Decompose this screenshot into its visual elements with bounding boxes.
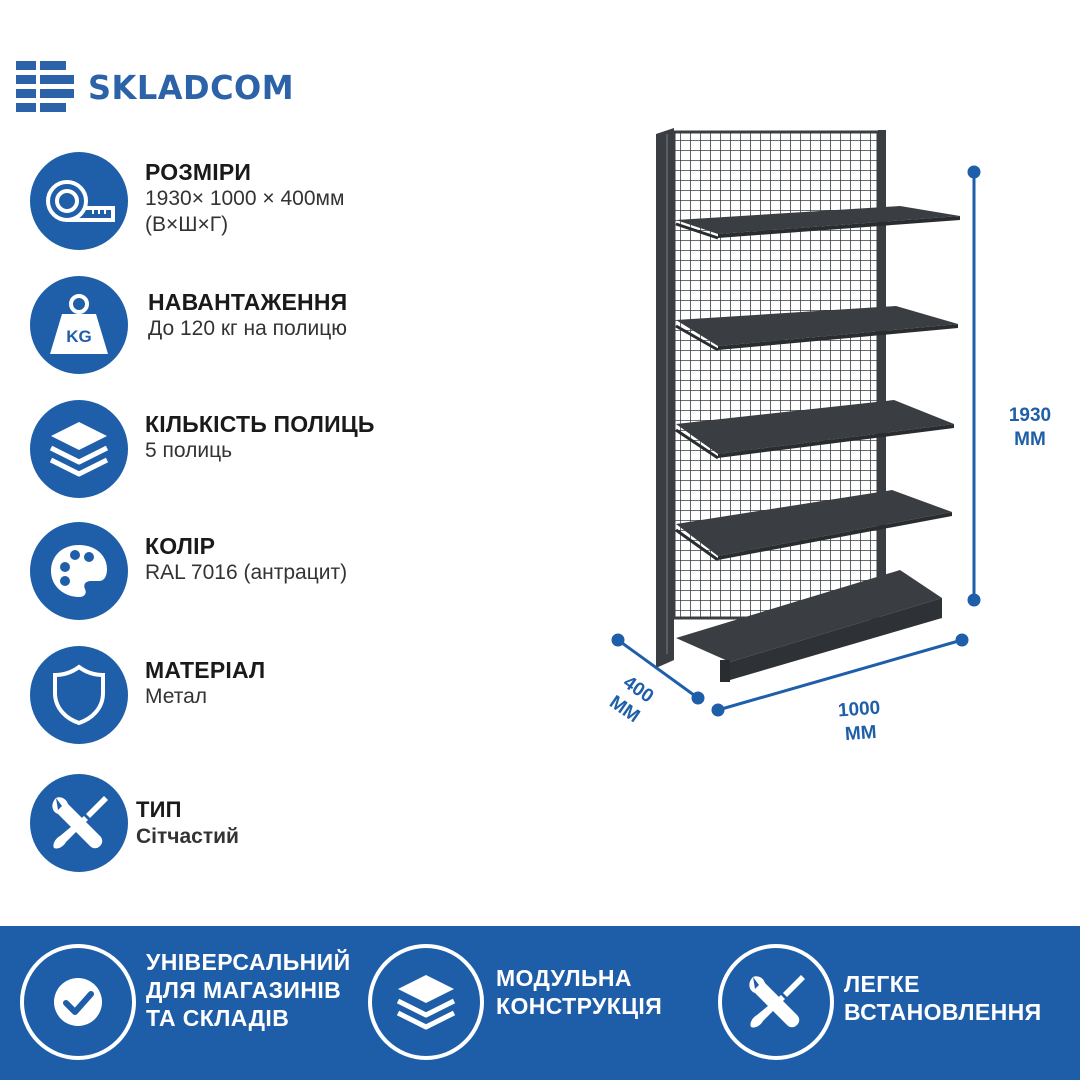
feature-value: Сітчастий [136, 825, 239, 848]
benefit-text: ЛЕГКЕ ВСТАНОВЛЕННЯ [844, 971, 1042, 1025]
feature-title: КОЛІР [145, 533, 216, 559]
weight-kg-icon: KG [50, 294, 108, 354]
height-dimension-label: 1930 ММ [1008, 405, 1052, 450]
feature-shelf-count: КІЛЬКІСТЬ ПОЛИЦЬ 5 полиць [30, 400, 590, 500]
feature-title: НАВАНТАЖЕННЯ [148, 289, 348, 315]
benefit-easy-install: ЛЕГКЕ ВСТАНОВЛЕННЯ [718, 944, 1068, 1064]
feature-type: ТИП Сітчастий [30, 774, 590, 874]
feature-color: КОЛІР RAL 7016 (антрацит) [30, 522, 590, 622]
shield-icon [53, 664, 105, 726]
feature-icon-circle [30, 646, 128, 744]
feature-material: МАТЕРІАЛ Метал [30, 646, 590, 746]
feature-icon-circle [30, 400, 128, 498]
wrench-screwdriver-icon [52, 796, 108, 849]
benefit-text: УНІВЕРСАЛЬНИЙ ДЛЯ МАГАЗИНІВ ТА СКЛАДІВ [146, 949, 351, 1031]
feature-value: До 120 кг на полицю [148, 317, 347, 340]
feature-value: Метал [145, 685, 208, 708]
feature-icon-circle [30, 522, 128, 620]
width-dimension-label: 1000 ММ [837, 697, 881, 746]
palette-icon [51, 545, 107, 597]
layers-icon [396, 975, 456, 1030]
feature-title: ТИП [136, 797, 182, 822]
feature-icon-circle [30, 152, 128, 250]
feature-dimensions: РОЗМІРИ 1930× 1000 × 400мм (В×Ш×Г) [30, 152, 590, 252]
feature-icon-circle: KG [30, 276, 128, 374]
feature-load: KG НАВАНТАЖЕННЯ До 120 кг на полицю [30, 276, 590, 376]
feature-icon-circle [30, 774, 128, 872]
feature-title: КІЛЬКІСТЬ ПОЛИЦЬ [145, 411, 375, 437]
benefit-text: МОДУЛЬНА КОНСТРУКЦІЯ [496, 965, 663, 1019]
benefit-icon-circle [368, 944, 484, 1060]
feature-value: RAL 7016 (антрацит) [145, 561, 348, 584]
brand-logo: SKLADCOM [14, 38, 434, 138]
feature-value-secondary: (В×Ш×Г) [145, 213, 229, 236]
feature-title: МАТЕРІАЛ [145, 657, 266, 683]
skladcom-logo-icon [16, 61, 74, 112]
check-icon [54, 978, 102, 1026]
feature-value: 1930× 1000 × 400мм [145, 187, 345, 210]
benefit-icon-circle [20, 944, 136, 1060]
shelf-illustration: 1930 ММ 1000 ММ 400 ММ [600, 120, 1070, 770]
benefit-modular: МОДУЛЬНА КОНСТРУКЦІЯ [368, 944, 708, 1064]
layers-icon [49, 422, 109, 477]
feature-value: 5 полиць [145, 439, 233, 462]
benefit-universal: УНІВЕРСАЛЬНИЙ ДЛЯ МАГАЗИНІВ ТА СКЛАДІВ [20, 944, 370, 1064]
mesh-shelf-rack-image [611, 128, 981, 717]
wrench-screwdriver-icon [749, 975, 805, 1028]
feature-title: РОЗМІРИ [145, 159, 252, 185]
brand-name: SKLADCOM [88, 68, 295, 108]
benefit-icon-circle [718, 944, 834, 1060]
benefits-banner: УНІВЕРСАЛЬНИЙ ДЛЯ МАГАЗИНІВ ТА СКЛАДІВ М… [0, 926, 1080, 1080]
tape-measure-icon [46, 180, 115, 222]
svg-text:KG: KG [66, 327, 92, 346]
